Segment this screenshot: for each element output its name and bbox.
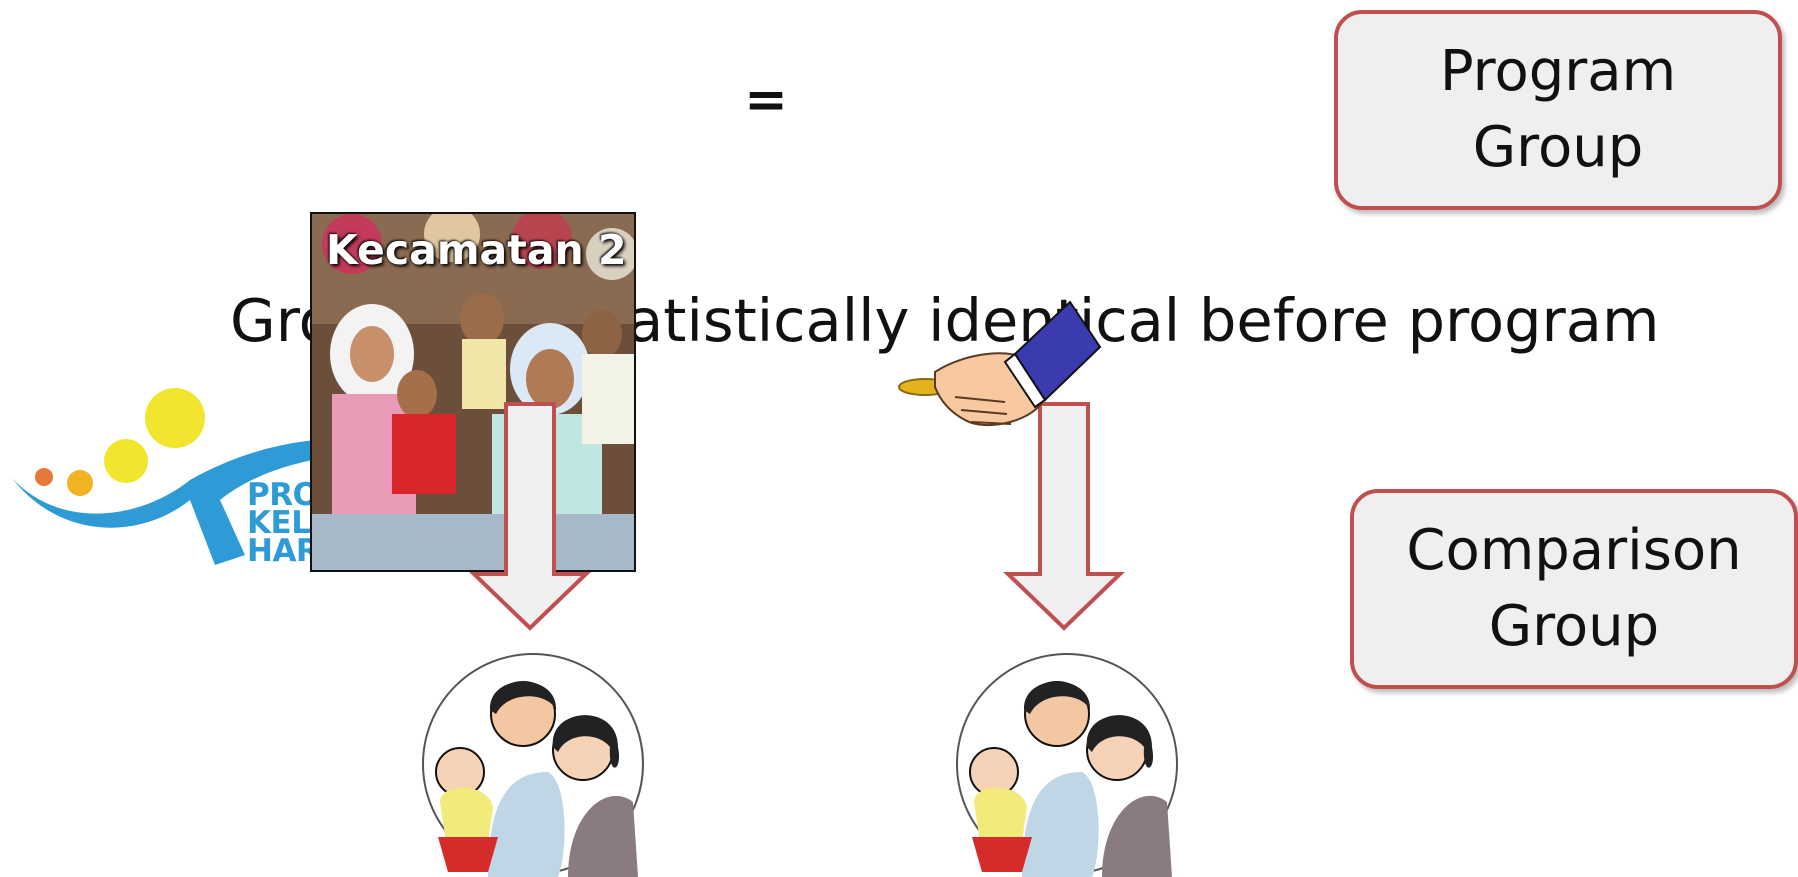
logo-dot-medium [104,439,148,483]
logo-dot-small [67,470,93,496]
kecamatan-photo [310,212,636,572]
comparison-group-label-line1: Comparison [1406,518,1742,583]
program-group-label-line2: Group [1472,115,1644,180]
program-group-box: Program Group [1334,10,1782,210]
program-down-arrow [469,402,591,631]
comparison-family-icon [956,653,1178,877]
hand-giving-coin-icon [898,300,1102,427]
logo-dot-tiny [35,468,53,486]
photo-crowd-illustration [312,214,634,570]
equals-sign: = [744,70,788,130]
comparison-down-arrow [1003,402,1125,631]
photo-caption: Kecamatan 2 [326,226,627,274]
program-group-label-line1: Program [1439,39,1677,104]
logo-dot-large [145,388,205,448]
comparison-group-box: Comparison Group [1350,489,1798,689]
program-family-icon [422,653,644,877]
comparison-group-label-line2: Group [1488,594,1660,659]
